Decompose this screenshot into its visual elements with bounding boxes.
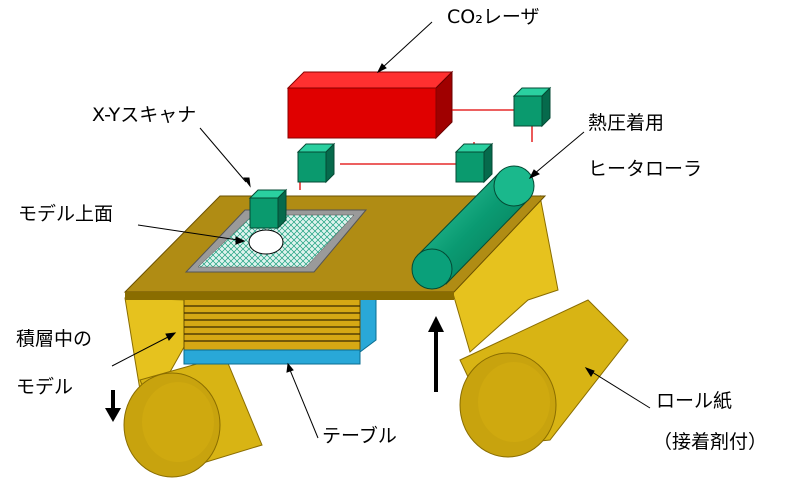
stacking-model-label-1: 積層中の — [16, 328, 93, 350]
roll-paper-label-2: （接着剤付） — [653, 431, 768, 453]
scanner-cube-4 — [248, 188, 288, 230]
scanner-cube-2 — [454, 142, 494, 184]
down-arrow-icon — [105, 390, 121, 422]
up-arrow-icon — [428, 316, 444, 392]
heat-roller-label-2: ヒータローラ — [588, 158, 703, 180]
table — [183, 349, 361, 365]
co2-laser — [286, 70, 454, 140]
heater-roller — [411, 165, 535, 290]
leader-lines — [111, 21, 651, 439]
laser-beam — [299, 109, 533, 190]
model-top-label: モデル上面 — [18, 203, 114, 225]
co2-laser-label: CO₂レーザ — [447, 6, 540, 28]
stacking-model-label-2: モデル — [16, 376, 74, 398]
xy-scanner-label: X-Yスキャナ — [92, 104, 197, 126]
scanner-cube-3 — [296, 142, 336, 184]
model-top-face — [184, 209, 368, 273]
table-label: テーブル — [322, 425, 397, 447]
left-paper-roll — [123, 297, 263, 478]
heat-roller-label-1: 熱圧着用 — [588, 112, 665, 134]
roll-paper-label-1: ロール紙 — [656, 390, 733, 412]
scanner-cube-1 — [512, 86, 552, 128]
